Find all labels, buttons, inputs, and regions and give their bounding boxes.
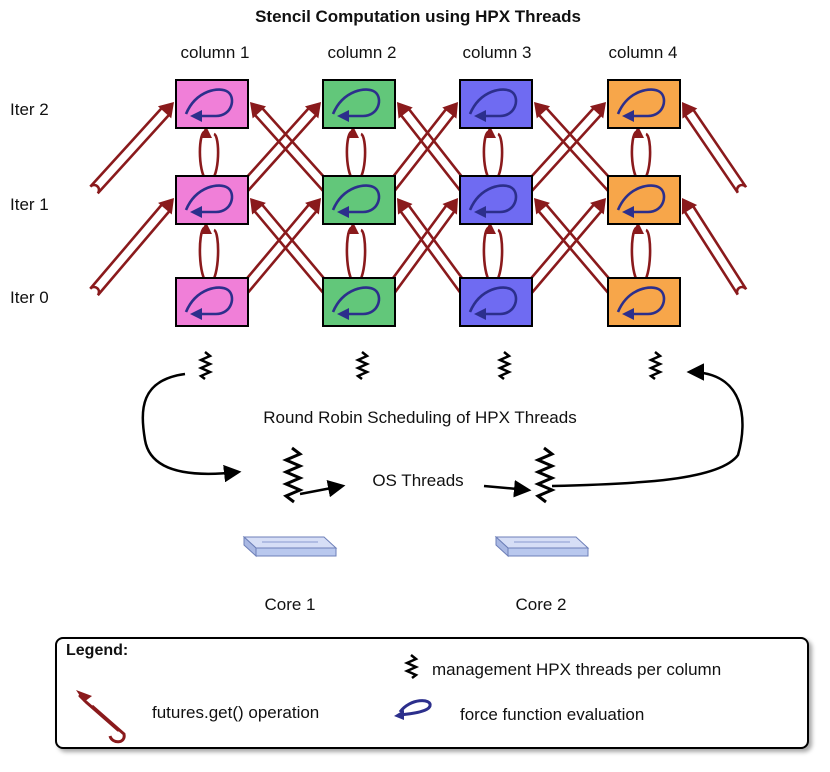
legend-box [55, 637, 809, 749]
diagram-title: Stencil Computation using HPX Threads [255, 7, 581, 26]
future-arrow [534, 198, 619, 297]
legend-force-text: force function evaluation [460, 705, 644, 724]
future-arrow [521, 198, 606, 297]
stencil-cell [459, 277, 533, 327]
legend-futures-text: futures.get() operation [152, 703, 319, 722]
stencil-cell [607, 79, 681, 129]
force-loop-icon [616, 286, 666, 320]
future-arrow [397, 102, 471, 194]
iteration-labels: Iter 2 Iter 1 Iter 0 [10, 100, 49, 307]
iter-label-1: Iter 1 [10, 195, 49, 214]
future-arrow [534, 102, 619, 195]
core-label-1: Core 1 [264, 595, 315, 614]
os-thread-icon [282, 446, 304, 504]
force-loop-icon [331, 286, 381, 320]
force-loop-icon [184, 88, 234, 122]
legend: Legend: futures.get() operation manageme… [55, 637, 809, 749]
column-header-4: column 4 [609, 43, 678, 62]
core-label-2: Core 2 [515, 595, 566, 614]
force-loop-icon [468, 88, 518, 122]
force-loop-icon [331, 88, 381, 122]
stencil-cell [322, 277, 396, 327]
management-thread-icon [354, 351, 371, 380]
future-arrow [89, 198, 174, 297]
force-loop-icon [184, 184, 234, 218]
future-arrow [198, 222, 220, 286]
column-header-2: column 2 [328, 43, 397, 62]
future-arrow [198, 126, 220, 184]
core-chip-icon [494, 535, 590, 558]
iter-label-2: Iter 2 [10, 100, 49, 119]
force-loop-icon [184, 286, 234, 320]
stencil-cell [607, 175, 681, 225]
future-arrow [237, 198, 321, 297]
os-threads-label: OS Threads [372, 471, 463, 490]
round-robin-arrow-out [551, 363, 744, 488]
os-thread-icon [534, 446, 556, 504]
force-loop-icon [394, 699, 432, 720]
stencil-cell [175, 175, 249, 225]
management-thread-icon [647, 351, 664, 380]
column-header-1: column 1 [181, 43, 250, 62]
os-thread-arrow-1 [299, 480, 346, 498]
stencil-cell [322, 175, 396, 225]
force-loop-icon [468, 286, 518, 320]
force-loop-icon [616, 184, 666, 218]
future-arrow [482, 126, 504, 184]
stencil-cell [175, 79, 249, 129]
iter-label-0: Iter 0 [10, 288, 49, 307]
round-robin-arrow-in [141, 372, 242, 483]
stencil-cell [607, 277, 681, 327]
future-arrow [250, 198, 334, 297]
column-header-3: column 3 [463, 43, 532, 62]
force-loop-icon [468, 184, 518, 218]
column-headers: column 1 column 2 column 3 column 4 [181, 43, 678, 62]
future-arrow [250, 102, 334, 195]
management-thread-icon [403, 654, 420, 679]
future-arrow [630, 126, 652, 184]
os-thread-arrow-2 [483, 480, 532, 498]
future-arrow [384, 102, 458, 194]
management-thread-icon [496, 351, 513, 380]
future-arrow [89, 102, 174, 195]
force-loop-icon [616, 88, 666, 122]
future-arrow [521, 102, 606, 195]
future-arrow [482, 222, 504, 286]
management-threads [197, 351, 664, 380]
stencil-cell [459, 79, 533, 129]
scheduling-label: Round Robin Scheduling of HPX Threads [263, 408, 576, 427]
stencil-cell [175, 277, 249, 327]
future-arrow [682, 102, 748, 194]
future-arrow [345, 126, 367, 184]
core-chips [242, 535, 590, 558]
force-loop-icon [331, 184, 381, 218]
future-arrow [345, 222, 367, 286]
scheduling-arrows [141, 363, 744, 498]
future-arrow [237, 102, 321, 195]
future-arrow [630, 222, 652, 286]
stencil-cells [175, 79, 681, 327]
core-chip-icon [242, 535, 338, 558]
os-threads [282, 446, 556, 504]
legend-title: Legend: [66, 642, 128, 659]
stencil-cell [322, 79, 396, 129]
legend-management-text: management HPX threads per column [432, 660, 721, 679]
management-thread-icon [197, 351, 214, 380]
stencil-cell [459, 175, 533, 225]
future-arrow-icon [76, 690, 126, 744]
future-arrow [681, 198, 748, 296]
